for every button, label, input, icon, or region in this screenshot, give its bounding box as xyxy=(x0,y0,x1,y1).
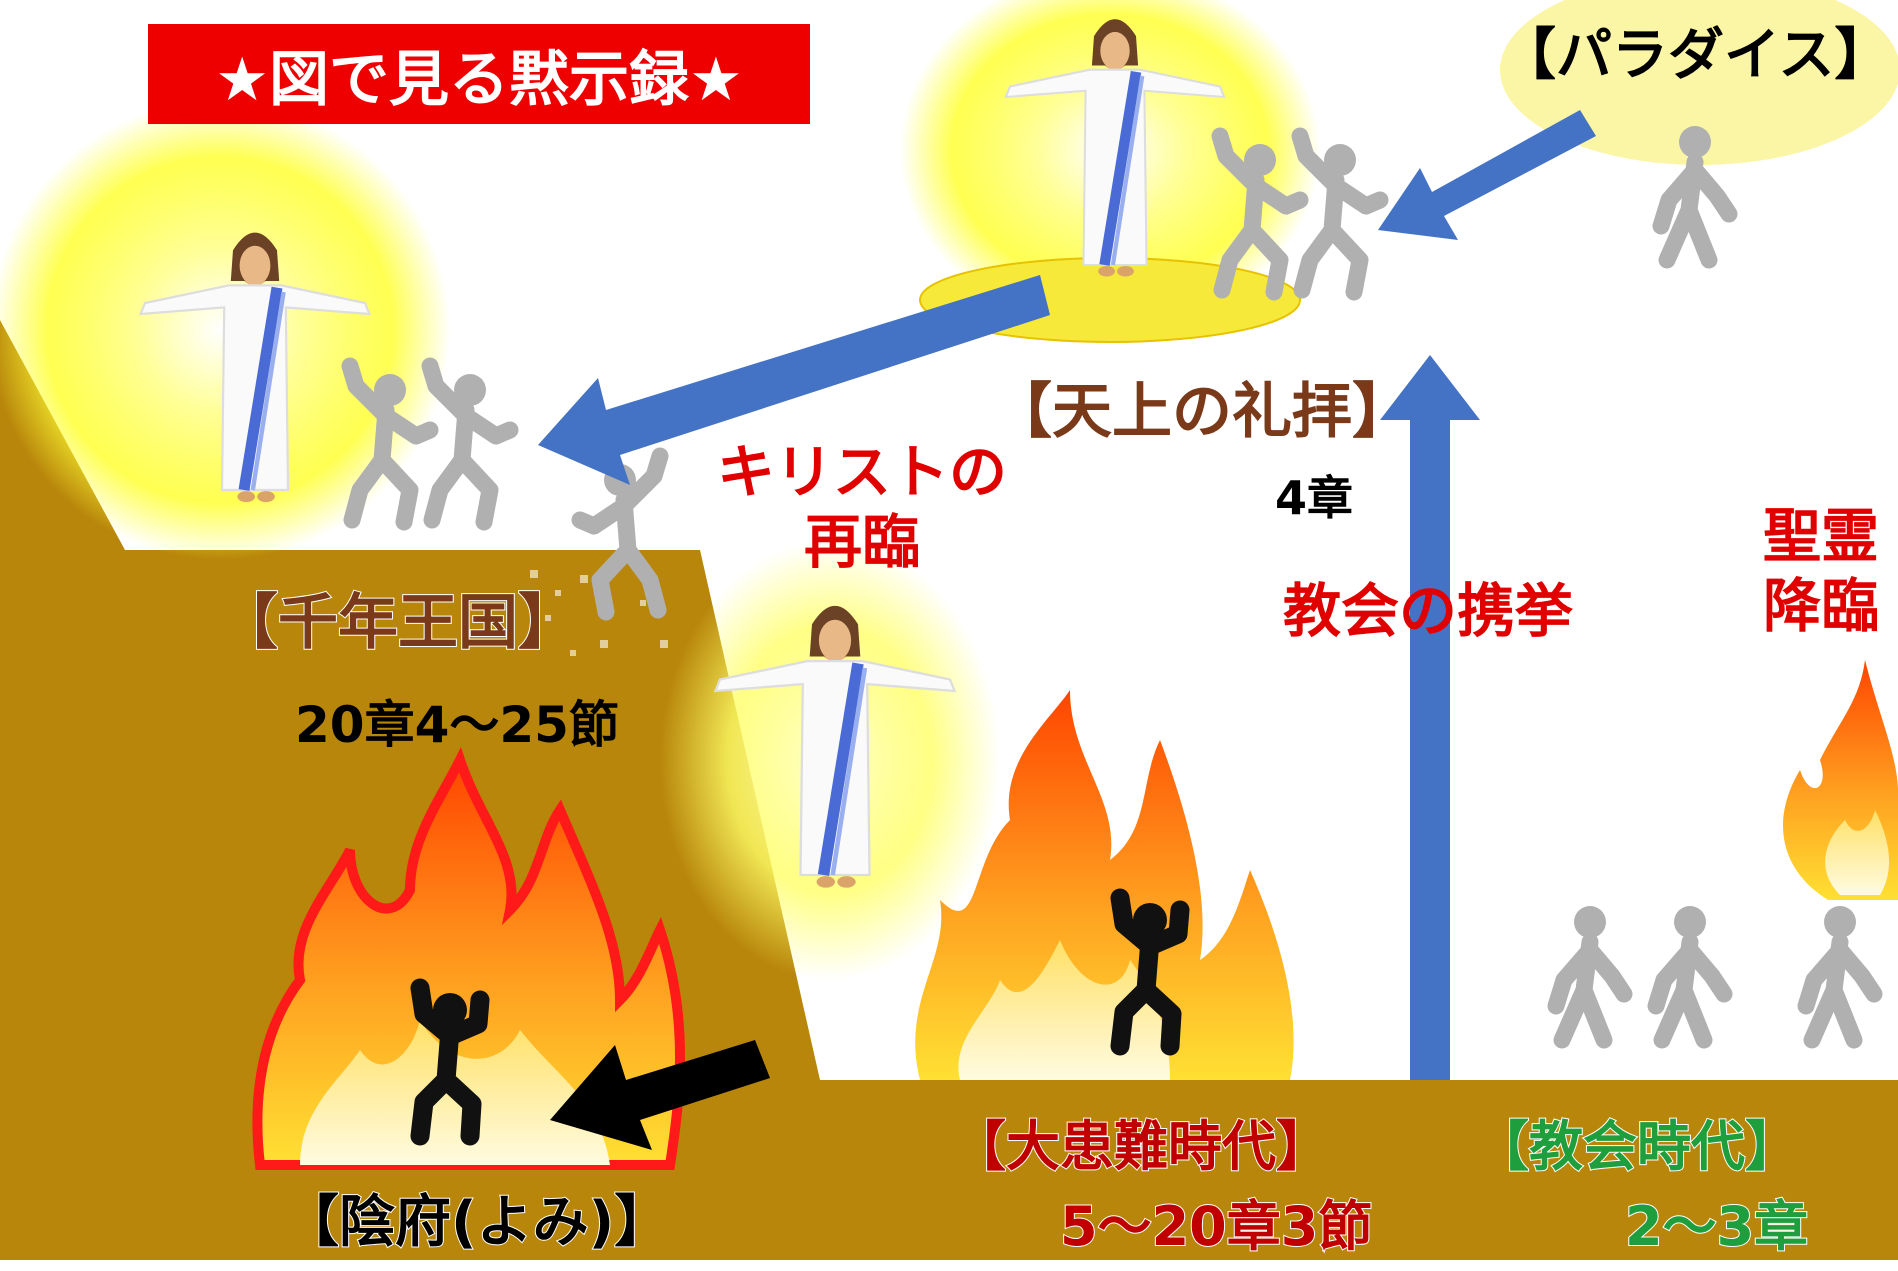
person-walking xyxy=(1656,906,1724,1040)
label-second-coming: キリストの 再臨 xyxy=(717,438,1008,576)
label-tribulation: 【大患難時代】 xyxy=(951,1115,1331,1178)
label-church-age: 【教会時代】 xyxy=(1474,1115,1800,1178)
label-church-age-ref: 2～3章 xyxy=(1624,1195,1809,1258)
paradise-arrow xyxy=(1378,110,1596,240)
label-hades: 【陰府(よみ)】 xyxy=(282,1190,671,1255)
return-arrow xyxy=(538,275,1050,485)
label-tribulation-ref: 5～20章3節 xyxy=(1059,1195,1373,1258)
rapture-arrow xyxy=(1380,355,1480,1080)
label-chapter-4: 4章 xyxy=(1275,471,1354,525)
paradise-glow xyxy=(1500,0,1898,165)
hades-arrow xyxy=(550,1040,770,1150)
person-walking xyxy=(1556,906,1624,1040)
label-holy-spirit: 聖霊 降臨 xyxy=(1763,502,1880,640)
sparkle xyxy=(530,570,668,656)
label-rapture: 教会の携挙 xyxy=(1283,577,1574,645)
label-heavenly-worship: 【天上の礼拝】 xyxy=(991,377,1413,447)
fire-pentecost xyxy=(1783,660,1898,900)
page-title: ★図で見る黙示録★ xyxy=(215,44,743,115)
person-walking xyxy=(1806,906,1874,1040)
person-jumping xyxy=(1300,136,1380,292)
label-millennium-ref: 20章4～25節 xyxy=(295,696,619,754)
label-paradise: 【パラダイス】 xyxy=(1500,23,1891,88)
label-millennium: 【千年王国】 xyxy=(217,588,579,658)
person-jumping xyxy=(430,366,510,522)
title-banner: ★図で見る黙示録★ xyxy=(148,24,810,124)
